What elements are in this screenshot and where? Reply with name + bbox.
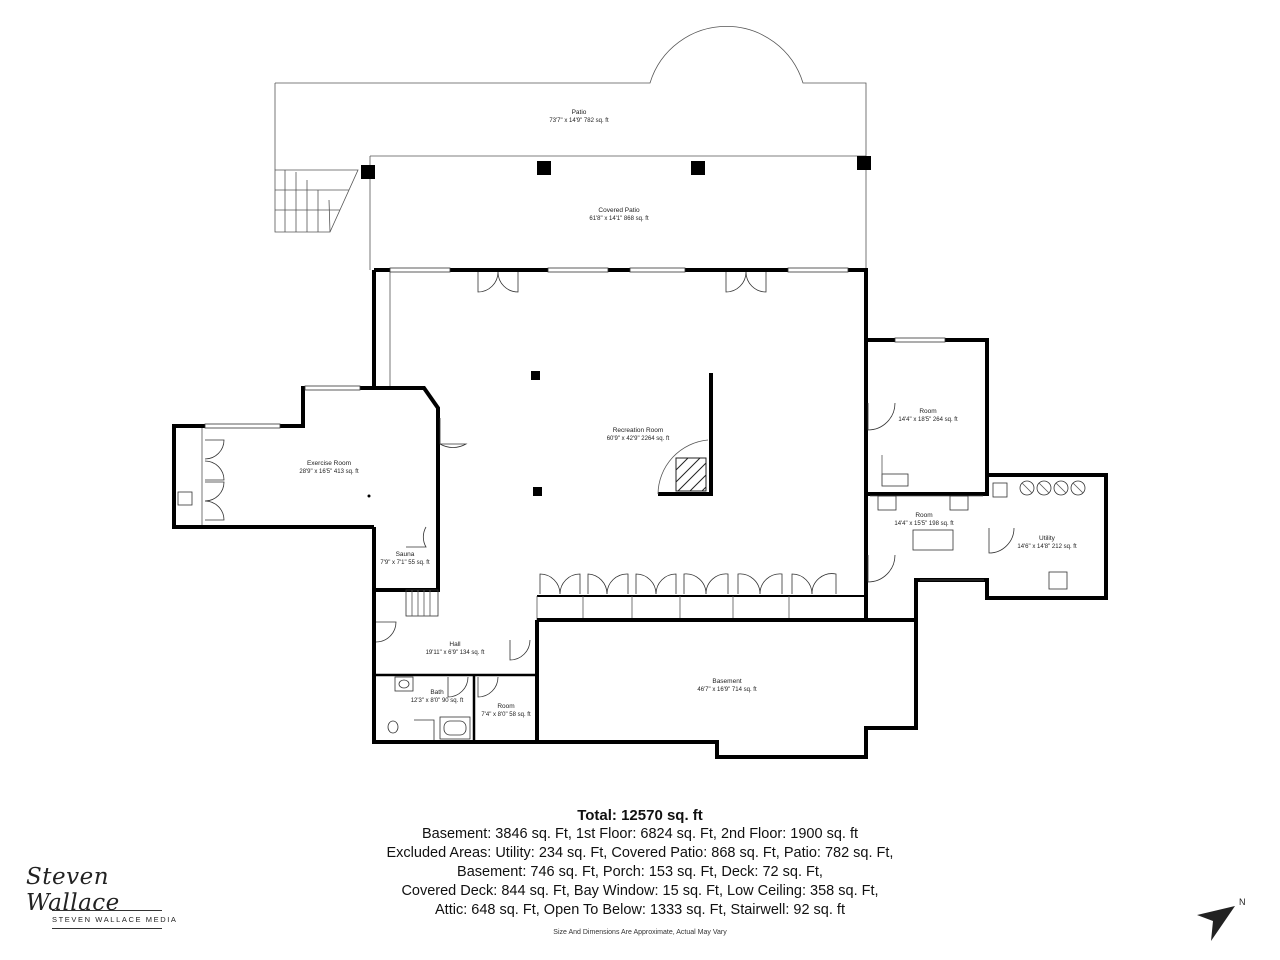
summary-line: Attic: 648 sq. Ft, Open To Below: 1333 s…: [435, 902, 845, 918]
utility-label: Utility: [1039, 535, 1056, 542]
room-mid-label: Room: [915, 512, 932, 519]
total-area: Total: 12570 sq. ft: [577, 807, 703, 824]
patio-outline: [274, 26, 867, 233]
logo-divider: [52, 928, 162, 929]
summary-line: Excluded Areas: Utility: 234 sq. Ft, Cov…: [386, 845, 894, 861]
logo-divider: [52, 910, 162, 911]
hall-dims: 19'11" x 6'9" 134 sq. ft: [426, 650, 485, 656]
recreation-room-label: Recreation Room: [613, 427, 664, 434]
patio-dims: 73'7" x 14'9" 782 sq. ft: [549, 118, 609, 124]
summary-line: Basement: 3846 sq. Ft, 1st Floor: 6824 s…: [421, 826, 859, 842]
bath-label: Bath: [430, 689, 444, 696]
room-small-dims: 7'4" x 8'0" 58 sq. ft: [481, 712, 531, 718]
bath-dims: 12'3" x 8'0" 90 sq. ft: [411, 698, 464, 704]
covered-patio-label: Covered Patio: [598, 207, 640, 214]
column: [361, 165, 375, 179]
utility-dims: 14'6" x 14'8" 212 sq. ft: [1017, 544, 1077, 550]
room-labels: Patio 73'7" x 14'9" 782 sq. ft Covered P…: [299, 109, 1077, 718]
exercise-room-label: Exercise Room: [307, 460, 351, 467]
covered-patio-outline: [361, 155, 871, 270]
north-label: N: [1239, 897, 1246, 907]
basement-label: Basement: [712, 678, 741, 685]
sauna-dims: 7'9" x 7'1" 55 sq. ft: [380, 560, 430, 566]
right-rooms-walls: [866, 337, 1108, 622]
column: [857, 156, 871, 170]
exercise-room-dims: 28'9" x 16'5" 413 sq. ft: [299, 469, 359, 475]
room-small-label: Room: [497, 703, 514, 710]
sauna-label: Sauna: [396, 551, 415, 558]
room-upper-label: Room: [919, 408, 936, 415]
column: [537, 161, 551, 175]
logo-company-name: STEVEN WALLACE MEDIA: [52, 915, 178, 924]
logo-script: Steven Wallace: [26, 864, 120, 916]
water-heater-icons: [1019, 480, 1086, 496]
patio-stairs: [274, 169, 359, 233]
summary-line: Basement: 746 sq. Ft, Porch: 153 sq. Ft,…: [457, 864, 823, 880]
patio-label: Patio: [572, 109, 587, 116]
disclaimer: Size And Dimensions Are Approximate, Act…: [553, 929, 727, 936]
recreation-room-dims: 60'9" x 42'9" 2264 sq. ft: [607, 436, 670, 442]
room-mid-dims: 14'4" x 15'5" 198 sq. ft: [894, 521, 954, 527]
covered-patio-dims: 61'8" x 14'1" 868 sq. ft: [589, 216, 649, 222]
summary-line: Covered Deck: 844 sq. Ft, Bay Window: 15…: [401, 883, 879, 899]
basement-walls: [537, 618, 918, 759]
column: [691, 161, 705, 175]
area-summary: Total: 12570 sq. ft Basement: 3846 sq. F…: [340, 806, 940, 920]
company-logo: Steven Wallace STEVEN WALLACE MEDIA: [24, 850, 184, 940]
exercise-room-walls: [172, 385, 468, 529]
hall-label: Hall: [449, 641, 461, 648]
room-upper-dims: 14'4" x 18'5" 264 sq. ft: [898, 417, 958, 423]
recreation-room-walls: [372, 267, 868, 620]
basement-dims: 46'7" x 16'9" 714 sq. ft: [697, 687, 757, 693]
north-arrow-icon: N: [1195, 893, 1255, 945]
lower-left-walls: [372, 526, 539, 744]
